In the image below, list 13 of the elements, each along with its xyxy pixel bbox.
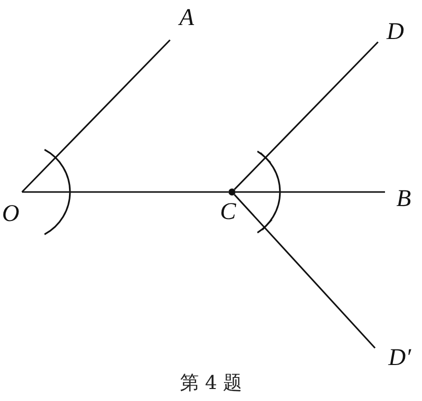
line-segment	[21, 39, 171, 193]
line-segment	[22, 191, 228, 193]
point-label: C	[220, 200, 236, 224]
point-label: D′	[375, 340, 411, 370]
caption: 第 4 题	[180, 372, 242, 394]
point-dot	[228, 188, 236, 196]
point-label: A	[170, 6, 194, 40]
point-label: B	[385, 184, 411, 214]
point-label: O	[2, 192, 22, 226]
point-label: D	[378, 20, 404, 48]
line-segment	[234, 41, 379, 190]
line-segment	[236, 191, 385, 193]
line-segment	[234, 194, 376, 349]
